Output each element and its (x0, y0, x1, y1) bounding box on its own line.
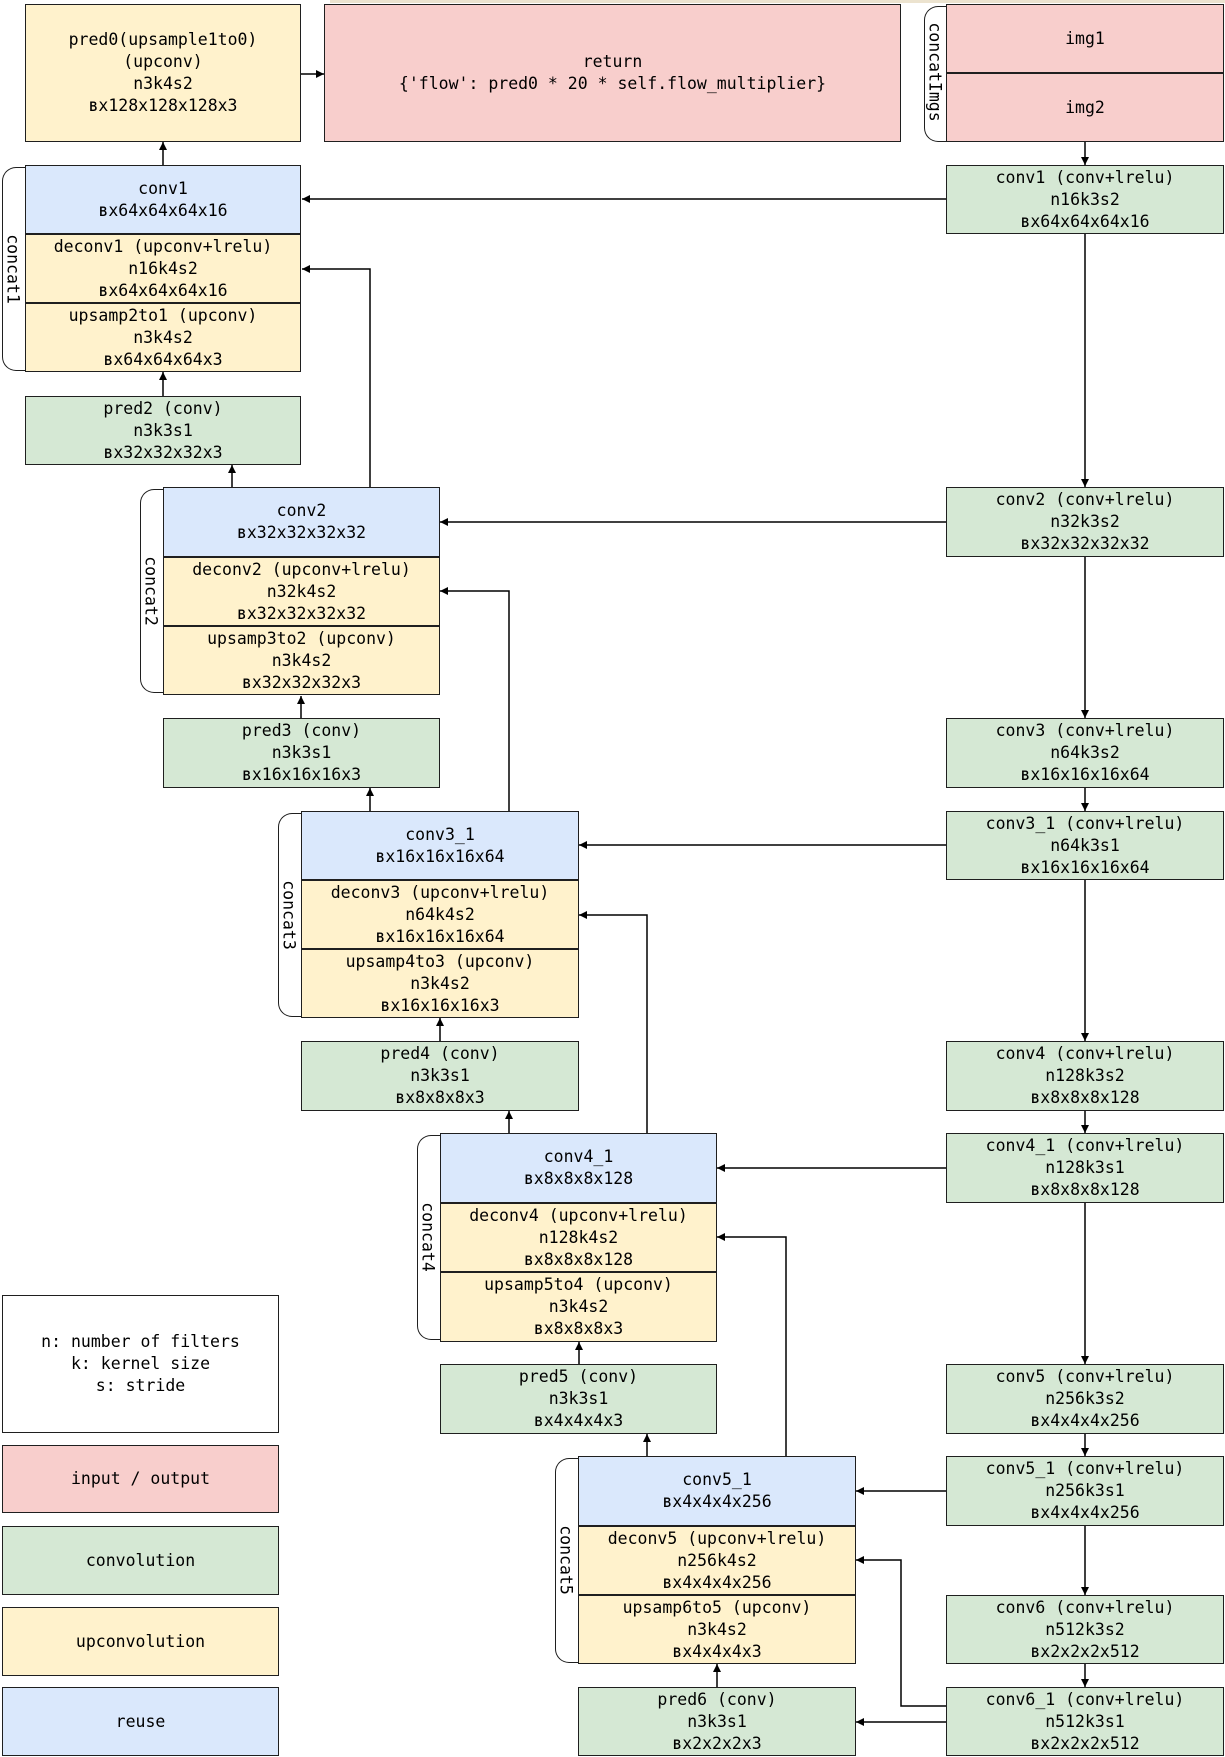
encoder-conv4_1-box: conv4_1 (conv+lrelu) n128k3s1 ʙx8x8x8x12… (946, 1133, 1224, 1203)
concat3-reuse-conv3_1: conv3_1 ʙx16x16x16x64 (301, 811, 579, 880)
arrow-concat4-to-deconv3 (579, 911, 648, 1133)
arrow-concat5-to-deconv4 (717, 1233, 787, 1456)
arrow-concat3-to-deconv2 (440, 587, 510, 811)
arrow-concat2-to-deconv1 (302, 265, 371, 487)
return-box: return {'flow': pred0 * 20 * self.flow_m… (324, 4, 901, 142)
concat5-reuse-conv5_1: conv5_1 ʙx4x4x4x256 (578, 1456, 856, 1526)
encoder-conv6_1-box: conv6_1 (conv+lrelu) n512k3s1 ʙx2x2x2x51… (946, 1687, 1224, 1756)
encoder-conv3-box: conv3 (conv+lrelu) n64k3s2 ʙx16x16x16x64 (946, 718, 1224, 788)
concat2-label: concat2 (141, 556, 161, 626)
encoder-conv2-box: conv2 (conv+lrelu) n32k3s2 ʙx32x32x32x32 (946, 487, 1224, 557)
concat4-deconv4: deconv4 (upconv+lrelu) n128k4s2 ʙx8x8x8x… (440, 1203, 717, 1272)
pred3-box: pred3 (conv) n3k3s1 ʙx16x16x16x3 (163, 718, 440, 788)
arrow-conv6_1-to-deconv5 (856, 1556, 946, 1707)
concat1-reuse-conv1: conv1 ʙx64x64x64x16 (25, 165, 301, 234)
concat3-upsamp4to3: upsamp4to3 (upconv) n3k4s2 ʙx16x16x16x3 (301, 949, 579, 1018)
legend-reuse: reuse (2, 1687, 279, 1756)
encoder-conv5-box: conv5 (conv+lrelu) n256k3s2 ʙx4x4x4x256 (946, 1364, 1224, 1434)
concat5-upsamp6to5: upsamp6to5 (upconv) n3k4s2 ʙx4x4x4x3 (578, 1595, 856, 1664)
concat3-label: concat3 (279, 880, 299, 950)
img1-box: img1 (946, 4, 1224, 73)
encoder-conv4-box: conv4 (conv+lrelu) n128k3s2 ʙx8x8x8x128 (946, 1041, 1224, 1111)
encoder-conv5_1-box: conv5_1 (conv+lrelu) n256k3s1 ʙx4x4x4x25… (946, 1456, 1224, 1526)
legend-upconvolution: upconvolution (2, 1607, 279, 1676)
concat1-label: concat1 (3, 234, 23, 304)
concat2-upsamp3to2: upsamp3to2 (upconv) n3k4s2 ʙx32x32x32x3 (163, 626, 440, 695)
pred6-box: pred6 (conv) n3k3s1 ʙx2x2x2x3 (578, 1687, 856, 1756)
img2-box: img2 (946, 73, 1224, 142)
concat3-deconv3: deconv3 (upconv+lrelu) n64k4s2 ʙx16x16x1… (301, 880, 579, 949)
concat2-reuse-conv2: conv2 ʙx32x32x32x32 (163, 487, 440, 557)
concat4-upsamp5to4: upsamp5to4 (upconv) n3k4s2 ʙx8x8x8x3 (440, 1272, 717, 1342)
concat1-deconv1: deconv1 (upconv+lrelu) n16k4s2 ʙx64x64x6… (25, 234, 301, 303)
legend-convolution: convolution (2, 1526, 279, 1595)
concat1-upsamp2to1: upsamp2to1 (upconv) n3k4s2 ʙx64x64x64x3 (25, 303, 301, 372)
concat5-deconv5: deconv5 (upconv+lrelu) n256k4s2 ʙx4x4x4x… (578, 1526, 856, 1595)
legend-note: n: number of filters k: kernel size s: s… (2, 1295, 279, 1433)
concat4-reuse-conv4_1: conv4_1 ʙx8x8x8x128 (440, 1133, 717, 1203)
encoder-conv1-box: conv1 (conv+lrelu) n16k3s2 ʙx64x64x64x16 (946, 165, 1224, 234)
concat2-deconv2: deconv2 (upconv+lrelu) n32k4s2 ʙx32x32x3… (163, 557, 440, 626)
pred4-box: pred4 (conv) n3k3s1 ʙx8x8x8x3 (301, 1041, 579, 1111)
concat5-label: concat5 (556, 1525, 576, 1595)
pred0-box: pred0(upsample1to0) (upconv) n3k4s2 ʙx12… (25, 4, 301, 142)
concat-imgs-label: concatImgs (925, 22, 945, 122)
encoder-conv3_1-box: conv3_1 (conv+lrelu) n64k3s1 ʙx16x16x16x… (946, 811, 1224, 880)
encoder-conv6-box: conv6 (conv+lrelu) n512k3s2 ʙx2x2x2x512 (946, 1595, 1224, 1664)
concat4-label: concat4 (418, 1202, 438, 1272)
legend-input-output: input / output (2, 1445, 279, 1513)
pred2-box: pred2 (conv) n3k3s1 ʙx32x32x32x3 (25, 396, 301, 465)
pred5-box: pred5 (conv) n3k3s1 ʙx4x4x4x3 (440, 1364, 717, 1434)
